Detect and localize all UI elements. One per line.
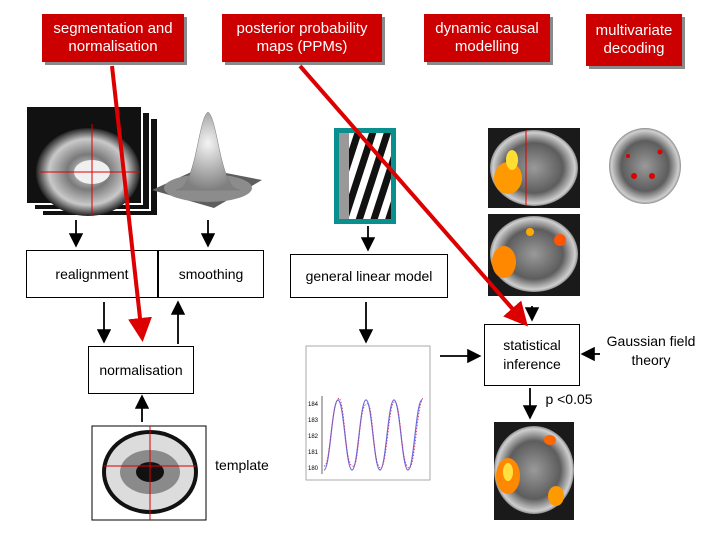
dcm-label: dynamic causal modelling [435, 20, 539, 55]
segmentation-normalisation-box: segmentation and normalisation [42, 14, 184, 62]
smoothing-box: smoothing [158, 250, 264, 298]
normalisation-label: normalisation [99, 361, 183, 378]
timeseries-plot: 184 183 182 181 180 [305, 345, 431, 481]
design-matrix-image [334, 128, 396, 224]
plot-tick-180: 180 [308, 466, 319, 472]
fmri-stack-image [25, 105, 159, 217]
decoding-label: multivariate decoding [595, 22, 673, 57]
realignment-label: realignment [55, 265, 129, 282]
glm-box: general linear model [290, 254, 448, 298]
inference-label: statistical inference [503, 337, 561, 372]
statistical-inference-box: statistical inference [484, 324, 580, 386]
plot-tick-182: 182 [308, 434, 319, 440]
p-value-label: p <0.05 [545, 391, 593, 407]
glm-label: general linear model [305, 267, 433, 284]
decoding-box: multivariate decoding [586, 14, 682, 66]
normalisation-box: normalisation [88, 346, 194, 394]
flow-arrows [68, 220, 600, 422]
plot-tick-184: 184 [308, 402, 319, 408]
ppm-box: posterior probability maps (PPMs) [222, 14, 382, 62]
template-brain-image [91, 425, 207, 521]
decoding-brain-image [608, 128, 682, 208]
dcm-box: dynamic causal modelling [424, 14, 550, 62]
statistical-map-image [494, 422, 574, 520]
segmentation-label: segmentation and normalisation [53, 20, 173, 55]
dcm-brain-sagittal-image [488, 128, 580, 208]
smoothing-label: smoothing [178, 265, 244, 282]
red-highlight-arrows [110, 64, 528, 342]
template-label: template [215, 457, 269, 473]
gaussian-kernel-image [152, 111, 262, 208]
gaussian-field-theory-label: Gaussian field theory [606, 333, 696, 368]
dcm-brain-axial-image [488, 214, 580, 296]
plot-tick-183: 183 [308, 418, 319, 424]
plot-tick-181: 181 [308, 450, 319, 456]
ppm-label: posterior probability maps (PPMs) [236, 20, 368, 55]
